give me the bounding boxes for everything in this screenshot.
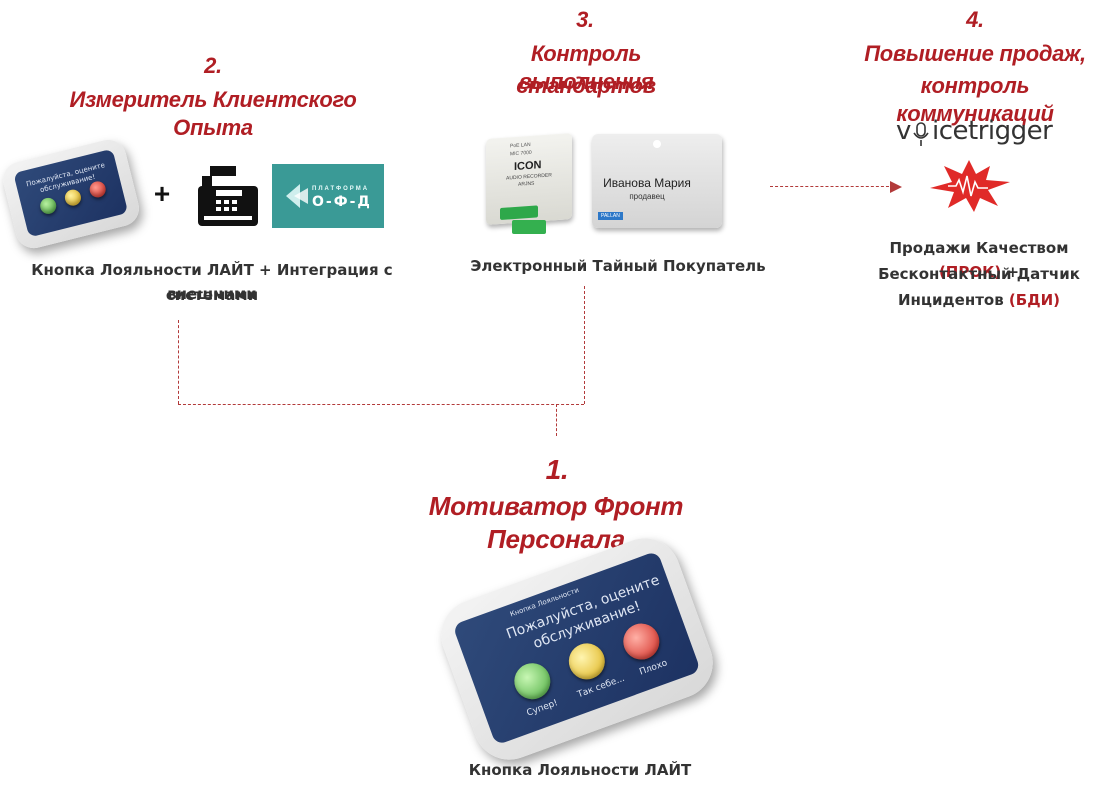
cash-register-icon bbox=[198, 166, 258, 226]
step4-caption-line1: Продажи Качеством (ПРОК) + bbox=[860, 236, 1098, 284]
arrow-head-icon bbox=[890, 181, 902, 193]
audio-recorder-device: PoE LAN MIC 7000 ICON AUDIO RECORDER ARJ… bbox=[486, 132, 572, 226]
recorder-top-label1: PoE LAN bbox=[510, 141, 531, 150]
connector-step2-down bbox=[178, 320, 179, 404]
step3-number: 3. bbox=[576, 7, 594, 32]
voicetrigger-logo: v icetrigger bbox=[896, 116, 1053, 152]
recorder-sub2: ARJNS bbox=[518, 180, 535, 188]
step1-title: Мотиватор Фронт Персонала bbox=[428, 491, 684, 554]
badge-name: Иванова Мария bbox=[603, 176, 691, 190]
badge-role: продавец bbox=[629, 192, 665, 201]
step4-title-line1: Повышение продаж, bbox=[864, 41, 1086, 66]
recorder-terminal bbox=[512, 220, 546, 234]
step1-number: 1. bbox=[545, 454, 569, 485]
step4-caption-line3: Инцидентов (БДИ) bbox=[860, 288, 1098, 312]
step3-title-line1: Контроль выполнения bbox=[518, 41, 654, 94]
connector-horizontal bbox=[178, 404, 584, 405]
connector-step3-down bbox=[584, 286, 585, 404]
yellow-button-icon bbox=[63, 187, 83, 208]
ofd-logo-main: О-Ф-Д bbox=[312, 194, 372, 210]
step4-caption-l1a: Продажи Качеством bbox=[889, 239, 1069, 257]
step4-number: 4. bbox=[966, 7, 984, 32]
step4-caption-l1c: + bbox=[1001, 263, 1020, 281]
step4-caption-line2: Бесконтактный Датчик bbox=[878, 265, 1080, 283]
recorder-label: ICON bbox=[514, 159, 542, 174]
red-button-icon bbox=[87, 179, 108, 200]
microphone-icon bbox=[913, 122, 929, 146]
yellow-button-icon bbox=[563, 638, 610, 685]
step4-caption-l3a: Инцидентов bbox=[898, 291, 1009, 309]
step4-caption-prok: (ПРОК) bbox=[938, 263, 1002, 281]
step4-caption-bdi: (БДИ) bbox=[1008, 291, 1060, 309]
green-button-icon bbox=[509, 658, 556, 705]
green-button-icon bbox=[38, 196, 58, 216]
device-label-green: Супер! bbox=[525, 698, 560, 719]
logo-rest: icetrigger bbox=[932, 116, 1053, 146]
loyalty-button-device-large: Кнопка Лояльности Пожалуйста, оцените об… bbox=[431, 528, 723, 770]
step2-number: 2. bbox=[204, 53, 222, 78]
step4-title-line2: контроль коммуникаций bbox=[896, 73, 1054, 126]
connector-to-step1 bbox=[556, 404, 557, 436]
step2-caption-line2: системами bbox=[165, 286, 259, 304]
red-button-icon bbox=[618, 618, 665, 665]
spark-icon bbox=[930, 160, 1010, 212]
connector-step3-to-step4 bbox=[770, 186, 894, 187]
step3-caption: Электронный Тайный Покупатель bbox=[470, 257, 766, 275]
ofd-logo-top: ПЛАТФОРМА bbox=[312, 186, 370, 192]
step3-title-line2: стандартов bbox=[516, 73, 656, 98]
plus-sign: + bbox=[153, 178, 171, 209]
ofd-logo-icon: ПЛАТФОРМА О-Ф-Д bbox=[272, 164, 384, 228]
badge-brand: PALLAN bbox=[598, 212, 623, 220]
step1-caption: Кнопка Лояльности ЛАЙТ bbox=[468, 761, 692, 779]
step2-title: Измеритель Клиентского Опыта bbox=[69, 87, 357, 140]
name-badge: Иванова Мария продавец PALLAN bbox=[592, 134, 722, 228]
step2-caption-line1: Кнопка Лояльности ЛАЙТ + Интеграция с вн… bbox=[31, 261, 393, 303]
logo-letter-v: v bbox=[896, 116, 912, 146]
recorder-top-label2: MIC 7000 bbox=[510, 149, 532, 158]
loyalty-button-device-small: Пожалуйста, оцените обслуживание! bbox=[0, 136, 143, 252]
device-label-red: Плохо bbox=[638, 658, 669, 678]
